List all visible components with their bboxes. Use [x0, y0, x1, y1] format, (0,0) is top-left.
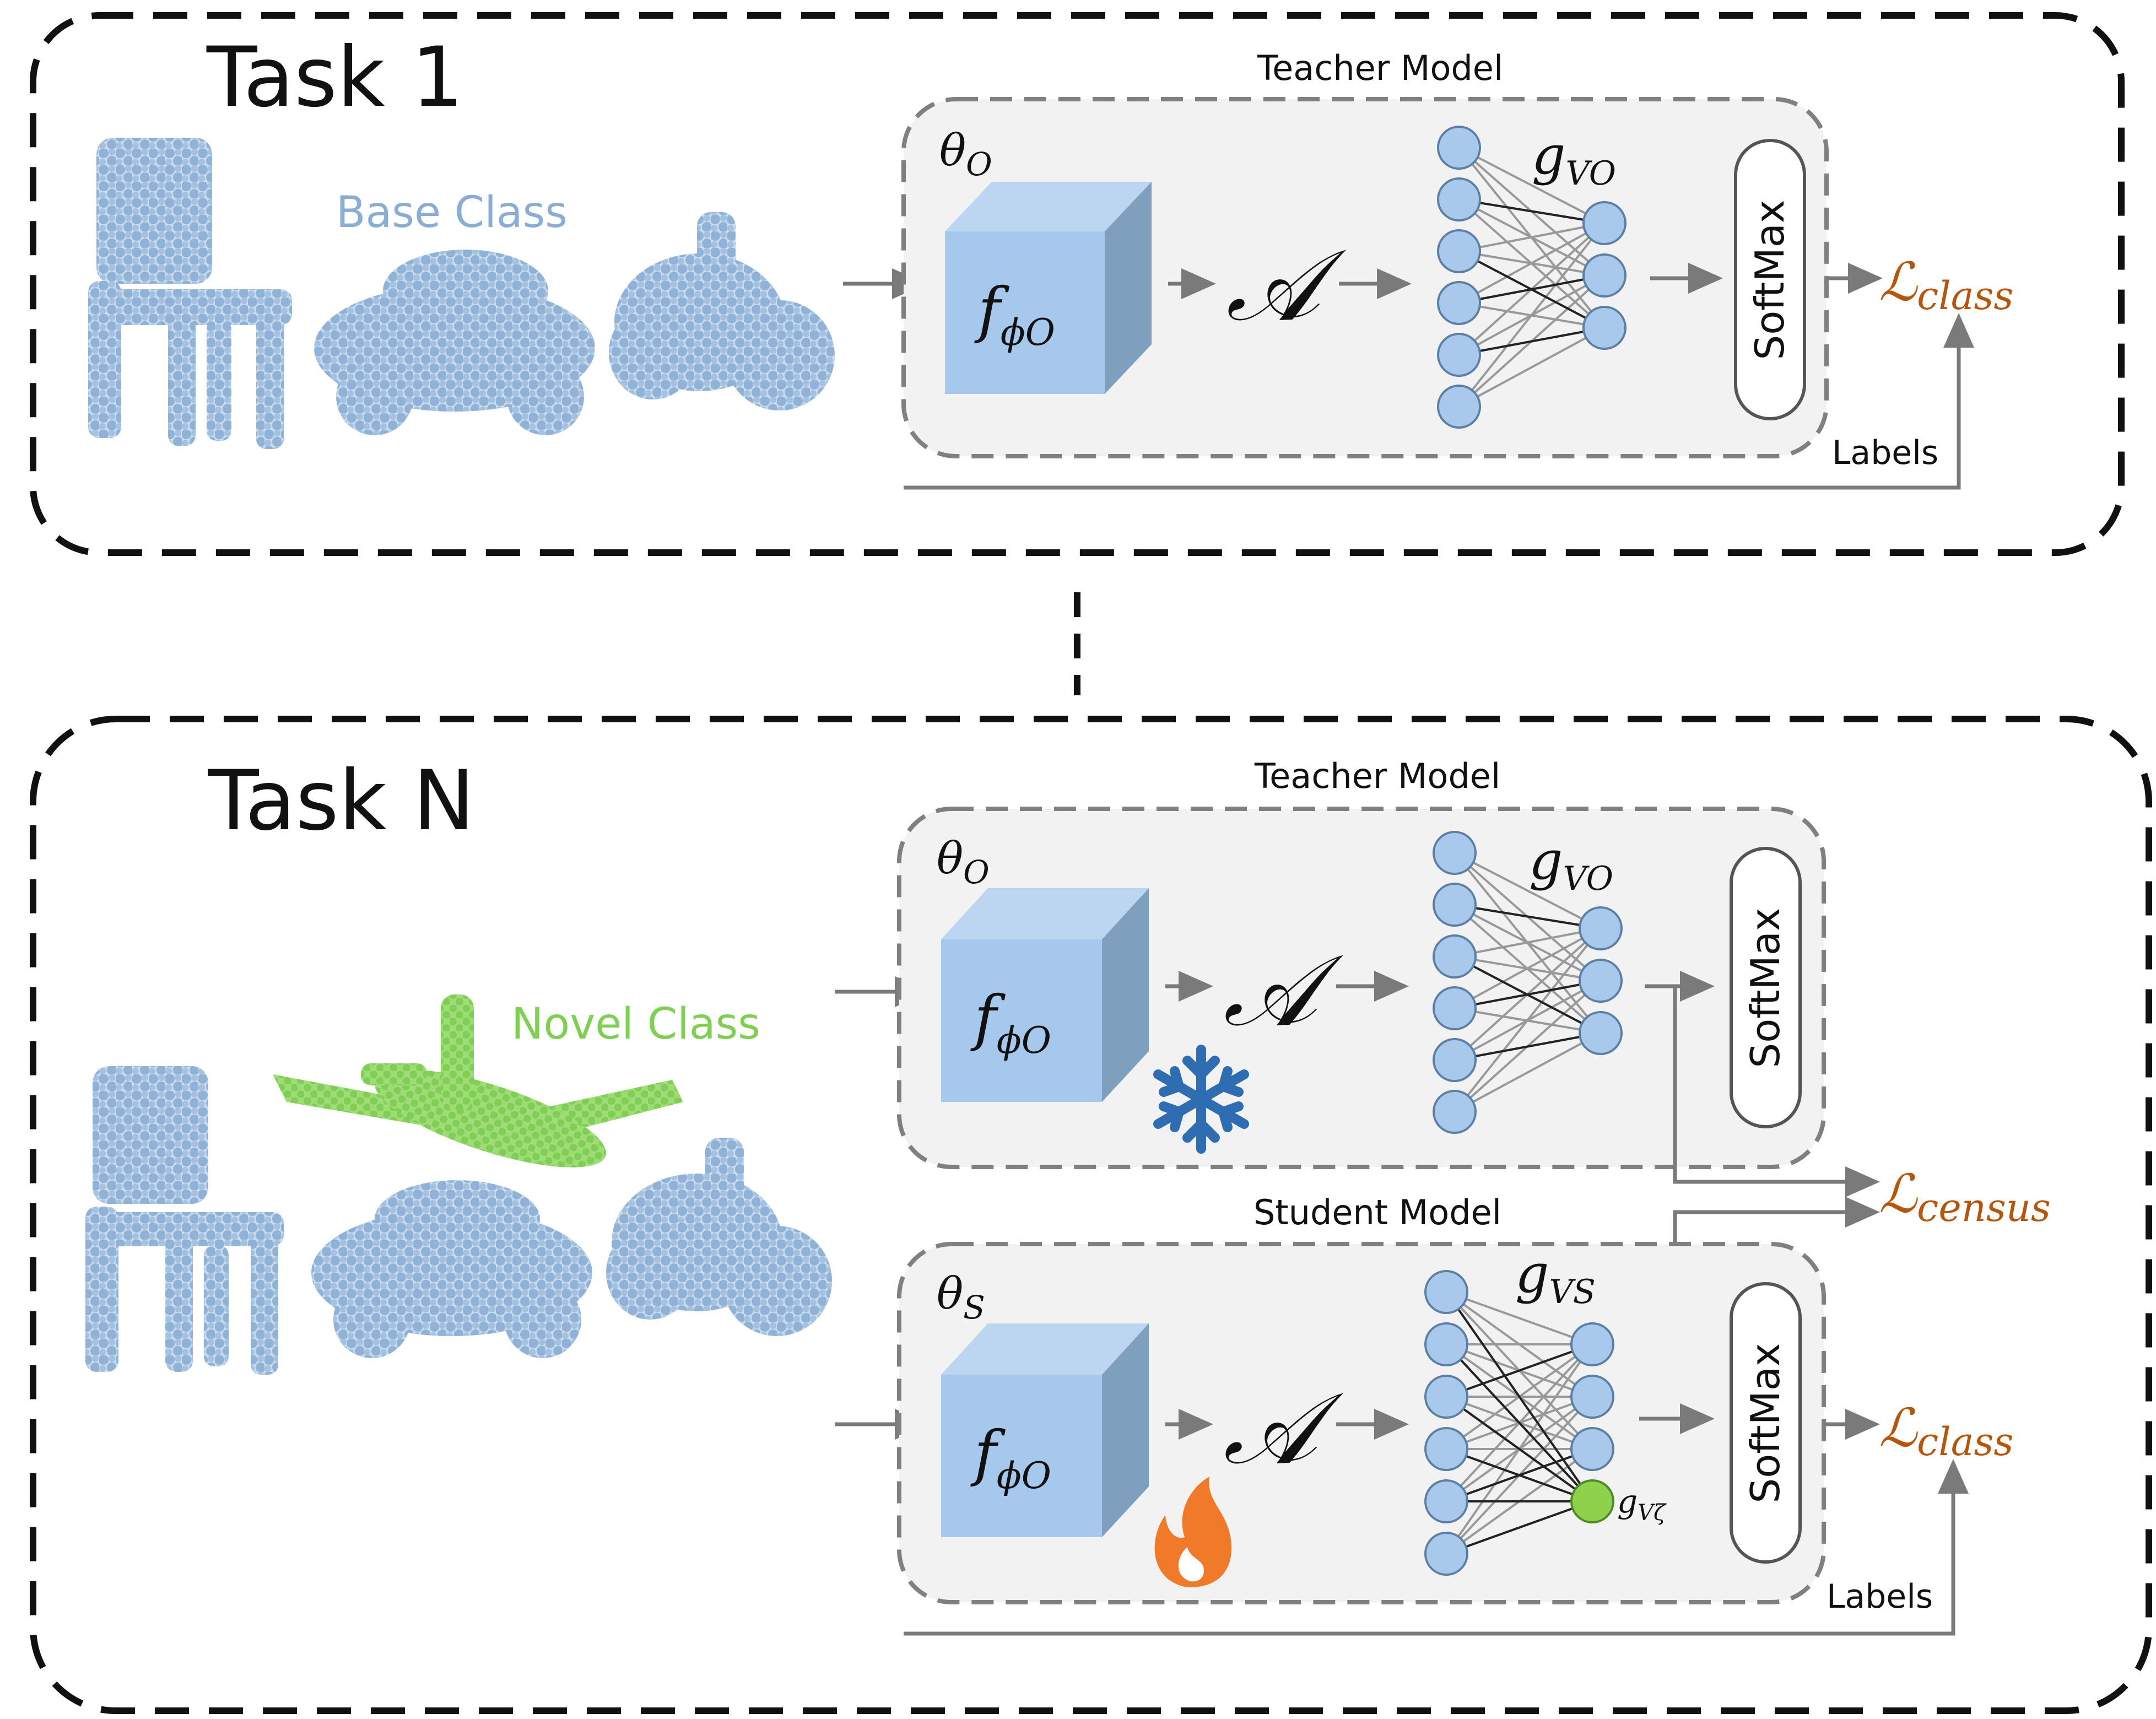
mlp-input-node [1437, 229, 1481, 273]
mlp-input-node [1437, 281, 1481, 325]
class-loss-1: ℒclass [1879, 251, 2013, 318]
mlp-input-node [1424, 1270, 1468, 1314]
softmax-box-teacher-n [1730, 847, 1802, 1128]
mlp-input-node [1424, 1532, 1468, 1576]
mlp-input-node [1424, 1322, 1468, 1366]
mlp-input-node [1433, 1038, 1477, 1082]
task-1-border [30, 12, 2125, 556]
mlp-input-node [1437, 177, 1481, 221]
motorbike-pointcloud [609, 212, 835, 410]
teacher-model-title-n: Teacher Model [1254, 756, 1500, 796]
extra-node-label: gVζ [1617, 1483, 1667, 1526]
softmax-label-student: SoftMax [1742, 1343, 1788, 1504]
mlp-input-node [1433, 831, 1477, 875]
novel-class-label: Novel Class [511, 999, 760, 1049]
student-model-title: Student Model [1253, 1192, 1501, 1233]
mlp-input-node [1424, 1479, 1468, 1523]
teacher-model-title-1: Teacher Model [1257, 48, 1503, 88]
mlp-output-node [1570, 1375, 1614, 1419]
labels-text-n: Labels [1827, 1577, 1933, 1616]
flame-icon [1154, 1477, 1231, 1587]
labels-path-1 [904, 313, 1974, 490]
teacher-to-census-path [1673, 986, 1880, 1197]
head-label-teacher-n: gVO [1529, 830, 1613, 898]
car-pointcloud [314, 250, 595, 435]
encoder-cube-student: fϕO [941, 1323, 1149, 1537]
softmax-label-1: SoftMax [1747, 200, 1793, 360]
encoder-cube-1: fϕO [945, 182, 1152, 394]
mlp-output-node [1579, 959, 1623, 1003]
mlp-input-node [1433, 986, 1477, 1030]
airplane-pointcloud [273, 994, 683, 1167]
task-1-title: Task 1 [206, 30, 464, 126]
softmax-label-teacher-n: SoftMax [1742, 908, 1788, 1068]
mlp-output-node [1582, 253, 1627, 298]
mlp-input-node [1424, 1375, 1468, 1419]
mlp-head-teacher-n: gVO [1433, 830, 1623, 1134]
class-loss-n: ℒclass [1879, 1397, 2013, 1464]
task-1-panel: Task 1 Base Class Teacher Model [30, 12, 2125, 556]
mlp-input-node [1437, 333, 1481, 377]
head-label-student: gVS [1515, 1243, 1596, 1311]
encoder-cube-teacher-n: fϕO [941, 888, 1149, 1102]
chair-pointcloud-n [85, 1066, 284, 1375]
mlp-output-node [1570, 1322, 1614, 1366]
mlp-input-node [1437, 126, 1481, 170]
car-pointcloud-n [311, 1180, 592, 1358]
chair-pointcloud [88, 138, 292, 449]
mlp-head-1: gVO [1437, 125, 1627, 429]
mlp-output-node [1570, 1427, 1614, 1471]
softmax-box-1 [1734, 139, 1806, 420]
mlp-input-node [1437, 385, 1481, 429]
motorbike-pointcloud-n [606, 1138, 832, 1336]
mlp-output-node [1579, 1011, 1623, 1055]
mlp-input-node [1433, 883, 1477, 927]
softmax-box-student [1730, 1282, 1802, 1564]
mlp-output-node [1582, 306, 1627, 350]
labels-path-n [904, 1459, 1969, 1636]
mlp-input-node [1433, 1090, 1477, 1134]
theta-s-label: θS [937, 1268, 985, 1326]
new-class-node [1570, 1479, 1614, 1523]
task-n-border [30, 716, 2152, 1714]
mlp-head-student: gVS gVζ [1424, 1243, 1667, 1576]
task-n-title: Task N [208, 753, 475, 849]
labels-text-1: Labels [1832, 434, 1938, 472]
base-class-label: Base Class [336, 188, 568, 237]
theta-o-label-1: θO [939, 125, 992, 183]
head-label-1: gVO [1532, 125, 1616, 193]
task-n-panel: Task N Novel Class [30, 716, 2152, 1714]
mlp-output-node [1582, 201, 1627, 245]
census-loss: ℒcensus [1879, 1163, 2051, 1230]
mlp-output-node [1579, 906, 1623, 950]
snowflake-icon [1153, 1045, 1249, 1154]
mlp-input-node [1433, 934, 1477, 979]
mlp-input-node [1424, 1427, 1468, 1471]
theta-o-label-n: θO [937, 833, 990, 891]
